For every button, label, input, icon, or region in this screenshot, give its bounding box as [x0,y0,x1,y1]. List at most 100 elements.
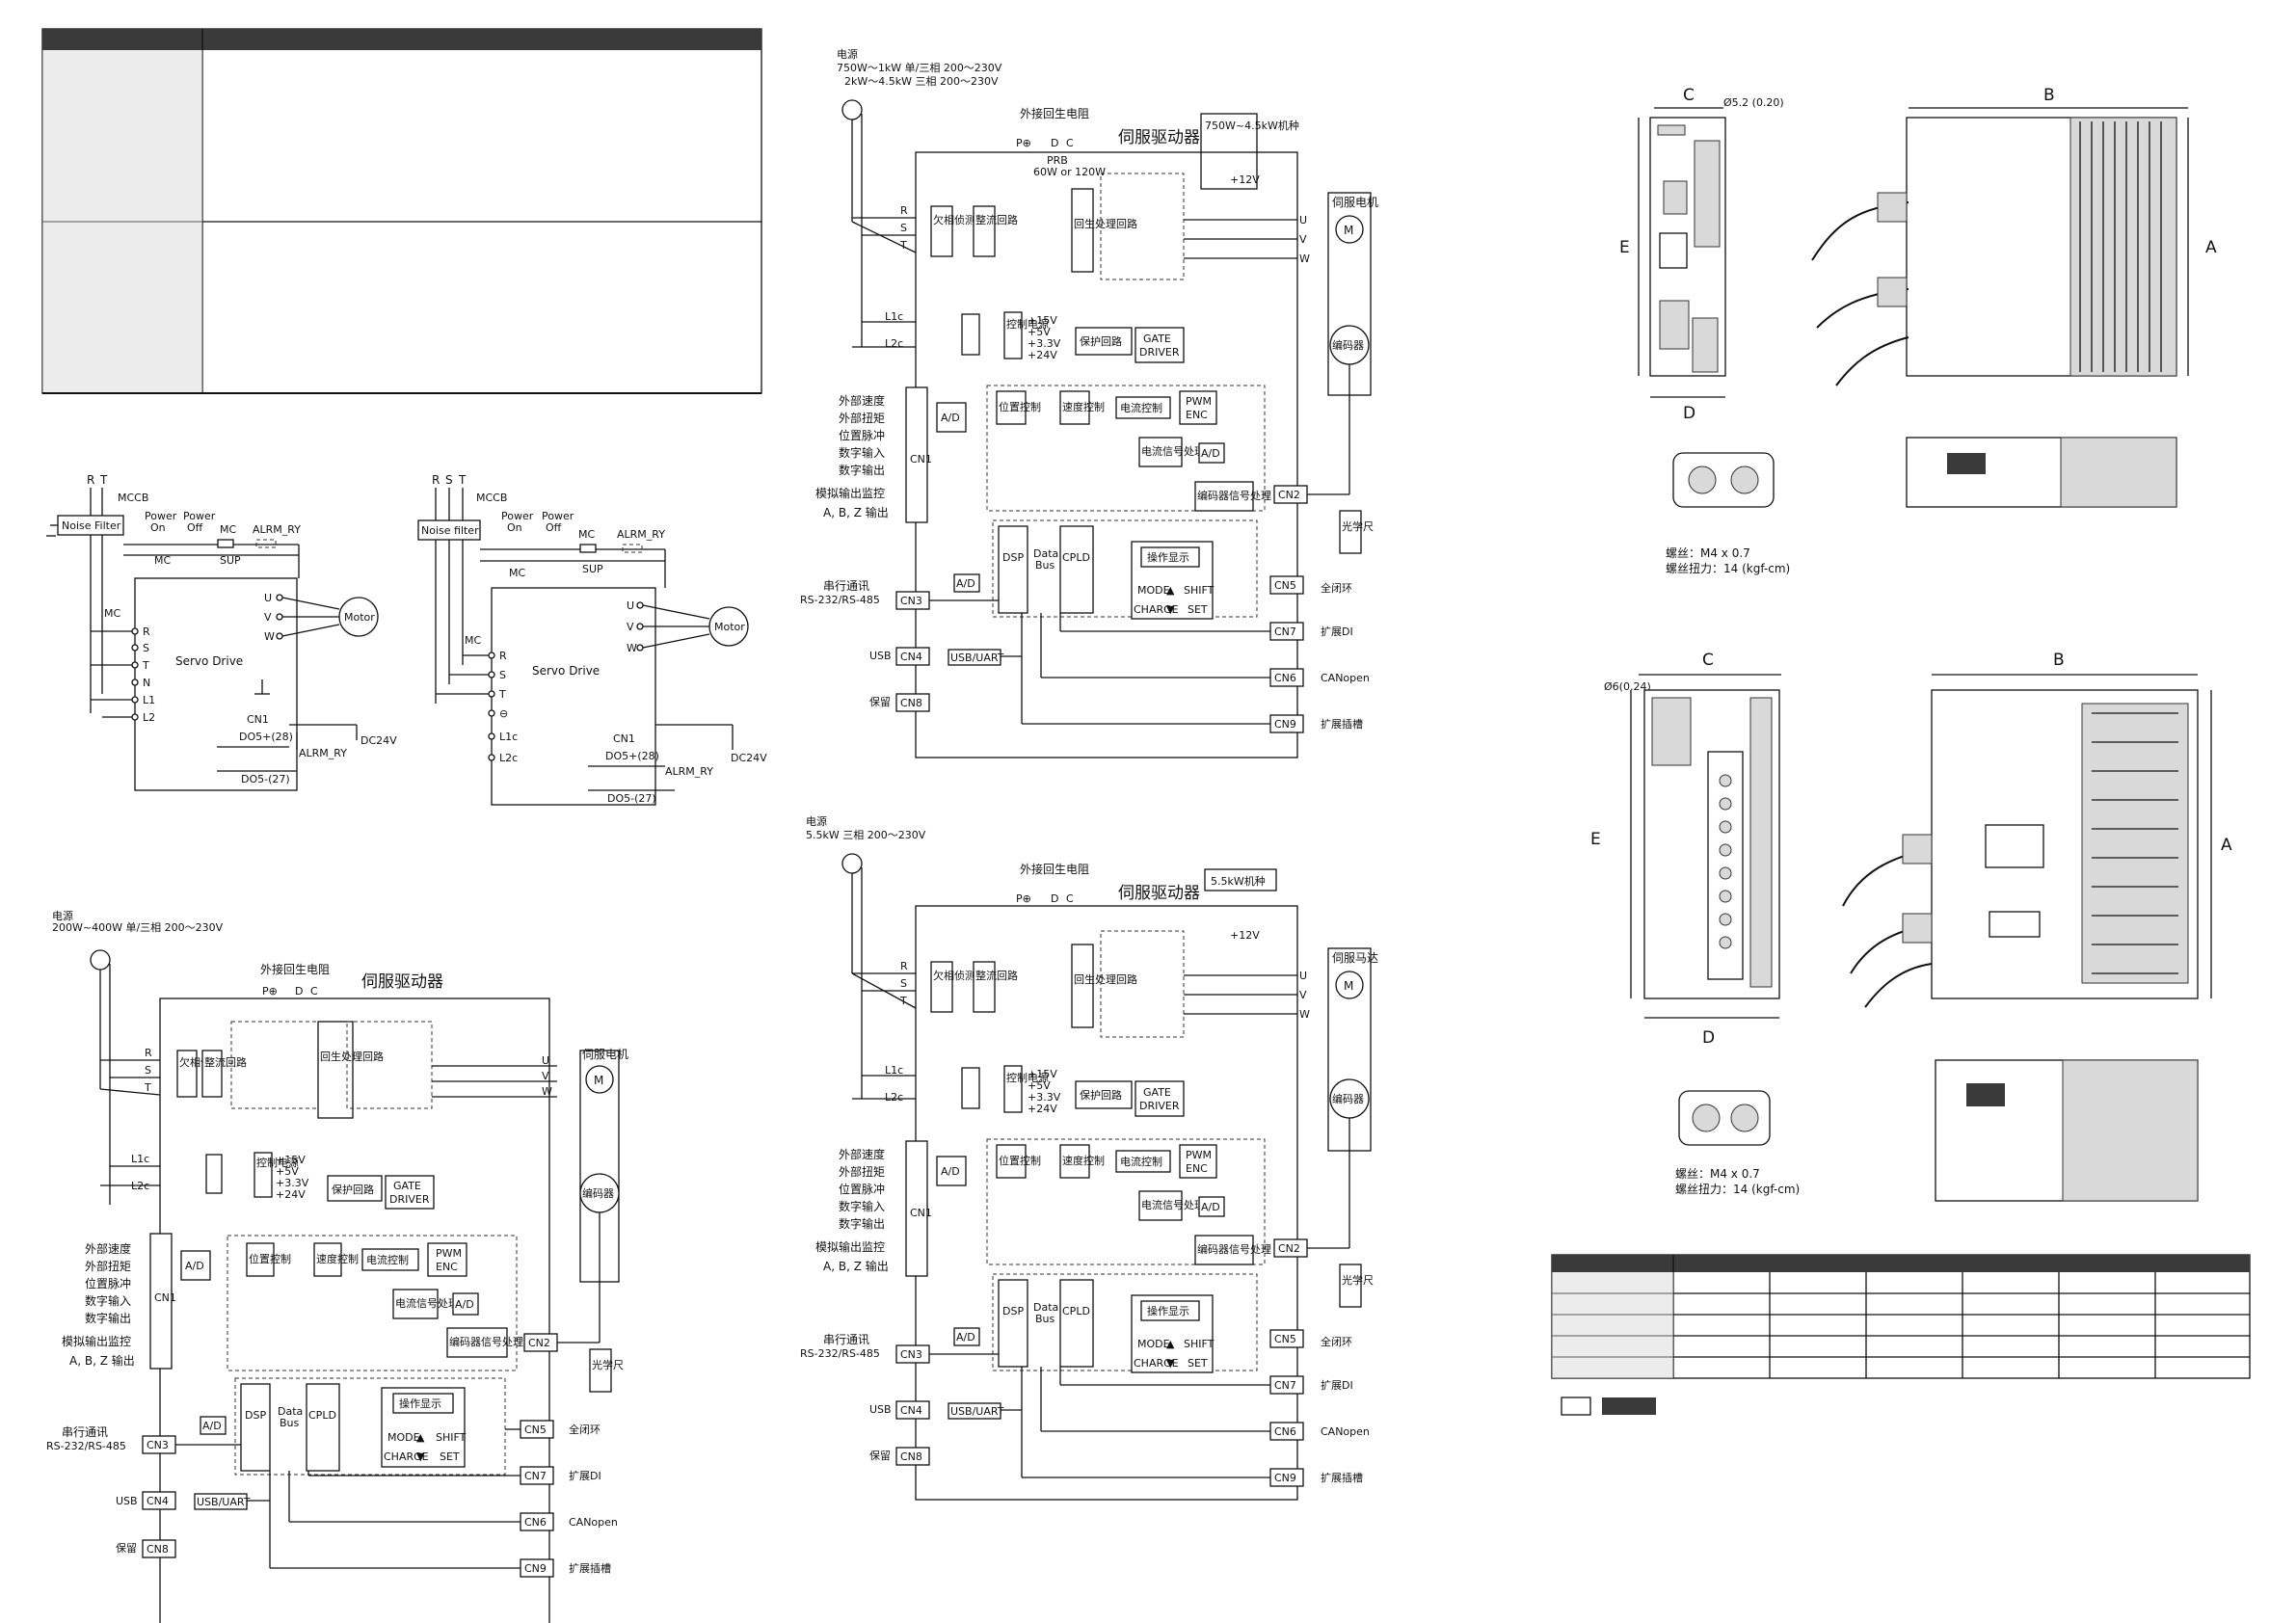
svg-text:控制电源: 控制电源 [1006,317,1049,331]
svg-text:MC: MC [465,634,481,647]
svg-text:保护回路: 保护回路 [1080,1088,1122,1102]
svg-text:W: W [1299,1008,1310,1021]
dimension-table [1551,1254,2251,1379]
svg-text:PWM: PWM [436,1247,462,1260]
cn1-label: CN1 [247,713,269,726]
svg-text:GATE: GATE [1143,333,1171,345]
svg-text:USB: USB [869,650,892,662]
svg-text:ENC: ENC [1186,409,1208,421]
svg-text:⊖: ⊖ [499,707,508,720]
svg-text:T: T [498,688,506,701]
svg-text:Data: Data [1033,1301,1058,1314]
svg-text:编码器: 编码器 [1332,338,1364,352]
svg-text:电流控制: 电流控制 [1120,1155,1162,1168]
svg-text:CN3: CN3 [900,595,922,607]
svg-text:Power: Power [145,510,177,522]
svg-text:+3.3V: +3.3V [1028,337,1061,350]
svg-text:▼: ▼ [1166,1357,1175,1370]
svg-text:CHARGE: CHARGE [384,1450,429,1463]
svg-text:电流信号处理: 电流信号处理 [1141,1198,1205,1211]
dim-e: E [1619,238,1630,257]
svg-text:Bus: Bus [280,1417,300,1429]
svg-text:L2: L2 [143,711,155,724]
screw-terminal-1 [1672,452,1775,508]
svg-text:控制电源: 控制电源 [256,1156,299,1169]
svg-text:A/D: A/D [956,577,975,590]
svg-text:CANopen: CANopen [569,1516,618,1529]
svg-text:L1c: L1c [885,1064,903,1077]
block-diagram-c: 电源 5.5kW 三相 200～230V 外接回生电阻 P⊕ D C 伺服驱动器… [800,814,1378,1501]
svg-text:U: U [1299,970,1307,982]
svg-text:位置脉冲: 位置脉冲 [85,1276,131,1290]
svg-text:全闭环: 全闭环 [569,1423,601,1436]
svg-text:S: S [145,1064,151,1077]
svg-text:整流回路: 整流回路 [204,1055,247,1069]
svg-text:CN3: CN3 [147,1439,169,1451]
svg-text:On: On [507,521,522,534]
svg-text:CHARGE: CHARGE [1134,603,1179,616]
svg-text:CN1: CN1 [910,453,932,466]
svg-text:MODE: MODE [387,1431,420,1444]
svg-text:+5V: +5V [1028,1079,1051,1092]
svg-text:Ø5.2 (0.20): Ø5.2 (0.20) [1723,96,1784,109]
svg-text:CN9: CN9 [1274,718,1296,731]
svg-text:ALRM_RY: ALRM_RY [299,747,347,759]
svg-text:Data: Data [278,1405,303,1418]
svg-text:PWM: PWM [1186,395,1212,408]
svg-text:CANopen: CANopen [1321,672,1370,684]
svg-text:CN8: CN8 [900,697,922,709]
svg-text:A: A [2221,836,2232,855]
svg-text:USB: USB [869,1403,892,1416]
signal-list-b: 外部速度 外部扭矩 位置脉冲 数字输入 数字输出 模拟输出监控 A, B, Z … [815,393,889,519]
svg-text:SHIFT: SHIFT [1184,1338,1215,1350]
svg-text:光学尺: 光学尺 [592,1358,624,1371]
svg-text:SUP: SUP [582,563,603,575]
svg-text:DSP: DSP [1002,1305,1024,1317]
svg-text:L1c: L1c [885,310,903,323]
svg-text:数字输出: 数字输出 [85,1311,131,1325]
svg-text:外接回生电阻: 外接回生电阻 [1020,106,1089,120]
svg-text:模拟输出监控: 模拟输出监控 [815,486,885,500]
svg-text:L2c: L2c [499,752,518,764]
svg-text:CN7: CN7 [524,1470,547,1482]
svg-text:A/D: A/D [941,412,960,424]
svg-text:伺服马达: 伺服马达 [1332,951,1378,965]
svg-text:W: W [542,1085,552,1098]
svg-text:Motor: Motor [714,621,745,633]
noise-filter-label: Noise Filter [62,519,121,532]
svg-text:V: V [1299,989,1307,1001]
svg-text:S: S [499,669,506,681]
motor-label: Motor [344,611,375,624]
svg-text:位置控制: 位置控制 [999,400,1041,413]
svg-text:A/D: A/D [956,1331,975,1344]
svg-text:D: D [1051,137,1058,149]
svg-text:编码器: 编码器 [1332,1092,1364,1105]
svg-text:D: D [1702,1028,1715,1048]
svg-text:CN6: CN6 [1274,1425,1296,1438]
svg-text:R: R [145,1047,152,1059]
svg-text:扩展插槽: 扩展插槽 [1321,1471,1363,1484]
svg-text:操作显示: 操作显示 [399,1397,441,1410]
svg-text:欠相侦测: 欠相侦测 [933,969,975,982]
svg-text:+15V: +15V [1028,1068,1057,1080]
signal-list-a: 外部速度 外部扭矩 位置脉冲 数字输入 数字输出 模拟输出监控 A, B, Z … [62,1241,135,1368]
svg-text:V: V [1299,233,1307,246]
svg-text:Power: Power [542,510,574,522]
svg-text:CN9: CN9 [1274,1472,1296,1484]
spec-table-top-left [41,28,762,394]
svg-text:CN4: CN4 [147,1495,169,1507]
svg-text:MC: MC [154,554,171,567]
svg-text:保留: 保留 [869,695,891,708]
svg-text:ALRM_RY: ALRM_RY [617,528,665,541]
svg-text:W: W [1299,253,1310,265]
do5p-label: DO5+(28) [239,731,293,743]
dim-a: A [2205,238,2217,257]
svg-text:A/D: A/D [1201,1201,1220,1213]
svg-text:T: T [458,473,467,487]
svg-text:欠相侦测: 欠相侦测 [933,213,975,226]
svg-text:2kW～4.5kW 三相 200～230V: 2kW～4.5kW 三相 200～230V [844,75,999,88]
svg-text:CN8: CN8 [900,1450,922,1463]
svg-text:CN4: CN4 [900,1404,922,1417]
wiring-diagram-small: R T MCCB Noise Filter Power On Power Off… [46,473,397,791]
